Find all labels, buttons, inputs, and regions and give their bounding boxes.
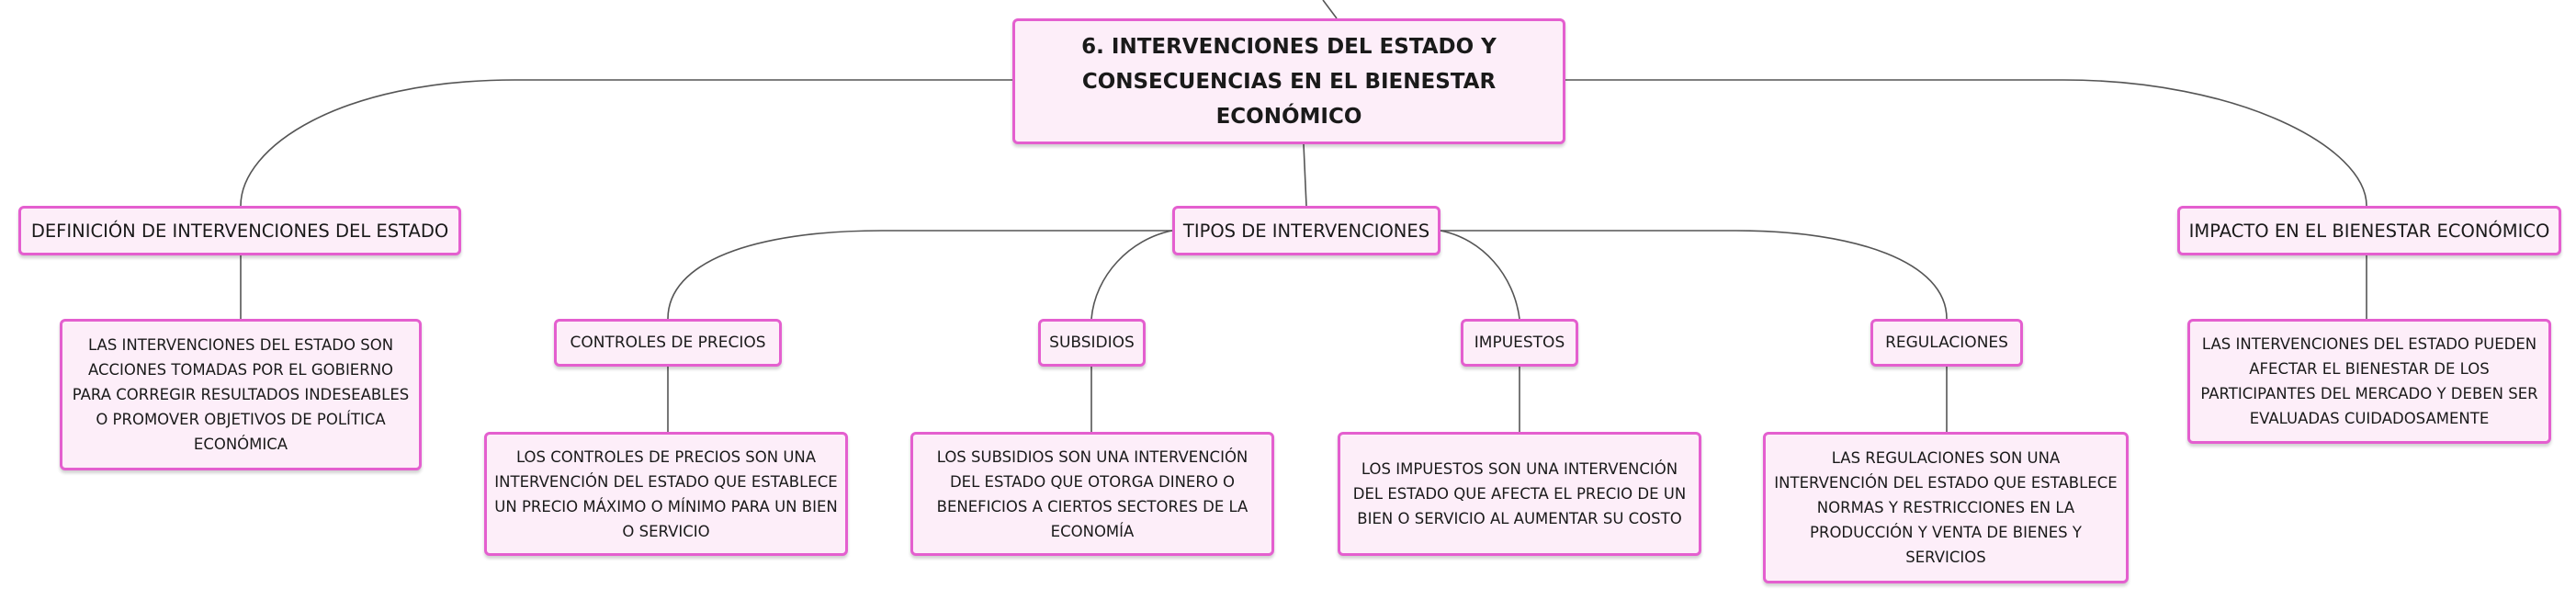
- impuestos-description-node[interactable]: LOS IMPUESTOS SON UNA INTERVENCIÓN DEL E…: [1338, 432, 1701, 556]
- tipos-title: TIPOS DE INTERVENCIONES: [1182, 220, 1430, 242]
- impacto-title: IMPACTO EN EL BIENESTAR ECONÓMICO: [2188, 220, 2550, 242]
- connector-tipos-to-subsidios: [1090, 230, 1173, 320]
- connector-root-to-tipos: [1303, 143, 1307, 207]
- subsidios-node[interactable]: SUBSIDIOS: [1038, 319, 1146, 367]
- controles-title: CONTROLES DE PRECIOS: [570, 334, 766, 352]
- connector-tipos-to-controles: [667, 230, 1172, 320]
- definicion-description: LAS INTERVENCIONES DEL ESTADO SON ACCION…: [72, 336, 410, 453]
- root-node[interactable]: 6. INTERVENCIONES DEL ESTADO Y CONSECUEN…: [1012, 18, 1565, 144]
- tipos-node[interactable]: TIPOS DE INTERVENCIONES: [1172, 206, 1441, 255]
- connector-root-to-impacto: [1565, 79, 2367, 207]
- subsidios-description-node[interactable]: LOS SUBSIDIOS SON UNA INTERVENCIÓN DEL E…: [910, 432, 1274, 556]
- root-title-line2: CONSECUENCIAS EN EL BIENESTAR ECONÓMICO: [1081, 69, 1497, 129]
- subsidios-title: SUBSIDIOS: [1049, 334, 1135, 352]
- impuestos-title: IMPUESTOS: [1474, 334, 1565, 352]
- impuestos-description: LOS IMPUESTOS SON UNA INTERVENCIÓN DEL E…: [1352, 460, 1687, 527]
- definicion-description-node[interactable]: LAS INTERVENCIONES DEL ESTADO SON ACCION…: [60, 319, 422, 470]
- impuestos-node[interactable]: IMPUESTOS: [1461, 319, 1578, 367]
- controles-description-node[interactable]: LOS CONTROLES DE PRECIOS SON UNA INTERVE…: [484, 432, 848, 556]
- impacto-description: LAS INTERVENCIONES DEL ESTADO PUEDEN AFE…: [2200, 335, 2538, 427]
- impacto-node[interactable]: IMPACTO EN EL BIENESTAR ECONÓMICO: [2177, 206, 2561, 255]
- regulaciones-title: REGULACIONES: [1885, 334, 2008, 352]
- impacto-description-node[interactable]: LAS INTERVENCIONES DEL ESTADO PUEDEN AFE…: [2187, 319, 2551, 444]
- connector-root-to-definicion: [240, 79, 1012, 207]
- connector-tipos-to-regulaciones: [1441, 230, 1948, 320]
- connector-tipos-to-impuestos: [1440, 230, 1520, 320]
- subsidios-description: LOS SUBSIDIOS SON UNA INTERVENCIÓN DEL E…: [936, 447, 1248, 540]
- definicion-title: DEFINICIÓN DE INTERVENCIONES DEL ESTADO: [30, 220, 449, 242]
- regulaciones-description: LAS REGULACIONES SON UNA INTERVENCIÓN DE…: [1774, 449, 2118, 566]
- controles-description: LOS CONTROLES DE PRECIOS SON UNA INTERVE…: [494, 447, 838, 540]
- regulaciones-description-node[interactable]: LAS REGULACIONES SON UNA INTERVENCIÓN DE…: [1763, 432, 2129, 583]
- definicion-node[interactable]: DEFINICIÓN DE INTERVENCIONES DEL ESTADO: [18, 206, 461, 255]
- controles-node[interactable]: CONTROLES DE PRECIOS: [554, 319, 782, 367]
- connector-parent-to-root: [1322, 0, 1338, 19]
- regulaciones-node[interactable]: REGULACIONES: [1870, 319, 2023, 367]
- root-title-line1: 6. INTERVENCIONES DEL ESTADO Y: [1081, 34, 1497, 59]
